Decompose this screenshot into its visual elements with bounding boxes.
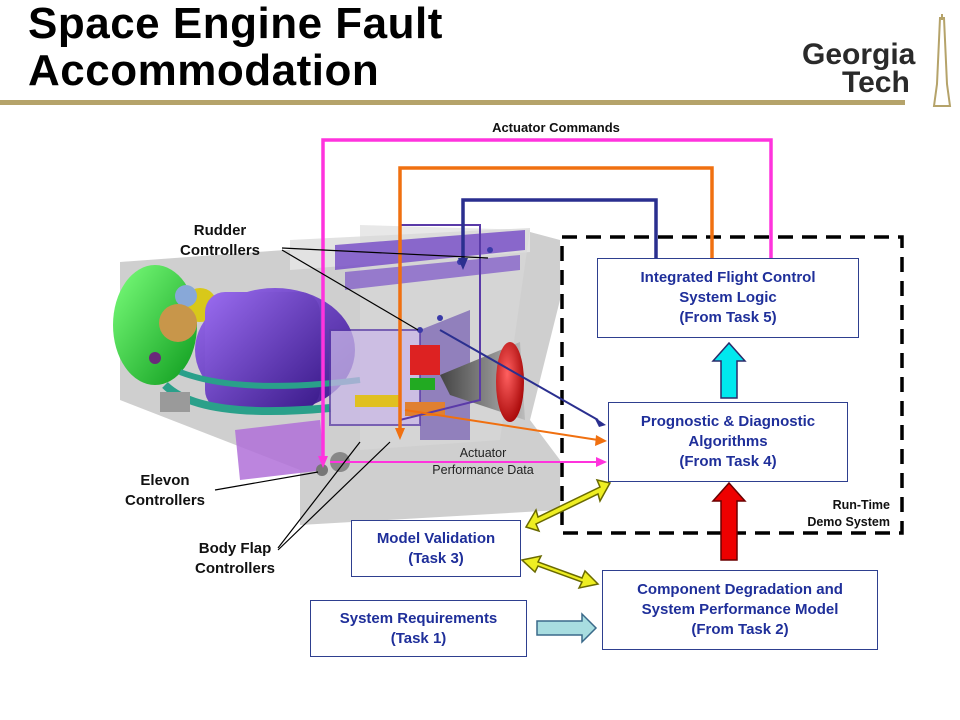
run-time-line-2: Demo System <box>807 515 890 529</box>
ifc-line-1: Integrated Flight Control <box>640 269 816 286</box>
elevon-controllers-label: Elevon Controllers <box>105 471 225 511</box>
yellow-double-arrow-1 <box>524 478 612 533</box>
actuator-performance-label: Actuator Performance Data <box>410 445 556 479</box>
bodyflap-line-2: Controllers <box>194 560 275 577</box>
run-time-line-1: Run-Time <box>832 498 890 512</box>
bodyflap-controllers-label: Body Flap Controllers <box>175 539 295 579</box>
tech-tower-icon <box>932 14 952 107</box>
actuator-commands-label: Actuator Commands <box>492 120 620 135</box>
label-leaders <box>214 247 489 551</box>
bodyflap-line-1: Body Flap <box>198 540 272 557</box>
title-line-2: Accommodation <box>28 46 380 95</box>
mv-line-2: (Task 3) <box>408 549 464 567</box>
shuttle-illustration <box>113 224 560 525</box>
integrated-flight-control-box: Integrated Flight Control System Logic (… <box>597 258 859 338</box>
sr-line-1: System Requirements <box>339 609 498 627</box>
cyan-up-arrow <box>711 341 747 399</box>
actuator-command-lines <box>318 138 773 468</box>
slide-title: Space Engine Fault Accommodation <box>28 0 443 94</box>
cd-line-3: (From Task 2) <box>691 621 789 638</box>
run-time-label: Run-Time Demo System <box>770 497 890 531</box>
pda-line-3: (From Task 4) <box>679 453 777 470</box>
sr-line-2: (Task 1) <box>390 629 447 647</box>
actuator-perf-line-1: Actuator <box>459 446 507 460</box>
red-up-arrow <box>711 481 747 561</box>
component-degradation-box: Component Degradation and System Perform… <box>602 570 878 650</box>
rudder-line-1: Rudder <box>193 222 247 239</box>
title-line-1: Space Engine Fault <box>28 0 443 48</box>
yellow-double-arrow-2 <box>520 554 600 590</box>
cd-line-2: System Performance Model <box>641 601 839 618</box>
model-validation-box: Model Validation (Task 3) <box>351 520 521 577</box>
prognostic-diagnostic-box: Prognostic & Diagnostic Algorithms (From… <box>608 402 848 482</box>
pda-line-2: Algorithms <box>688 433 768 450</box>
mv-line-1: Model Validation <box>376 529 496 547</box>
lightblue-right-arrow <box>536 612 598 644</box>
pda-line-1: Prognostic & Diagnostic <box>640 413 816 430</box>
cd-line-1: Component Degradation and <box>637 581 843 598</box>
rudder-line-2: Controllers <box>179 242 260 259</box>
elevon-line-2: Controllers <box>124 492 205 509</box>
elevon-line-1: Elevon <box>140 472 190 489</box>
rudder-controllers-label: Rudder Controllers <box>165 221 275 261</box>
title-underline <box>0 100 905 105</box>
logo-word-1: Georgia <box>802 38 916 71</box>
georgia-tech-logo: Georgia Tech <box>792 14 952 114</box>
ifc-line-2: System Logic <box>679 289 777 306</box>
system-requirements-box: System Requirements (Task 1) <box>310 600 527 657</box>
actuator-perf-line-2: Performance Data <box>432 463 534 477</box>
actuator-performance-lines <box>330 329 607 467</box>
ifc-line-3: (From Task 5) <box>679 309 777 326</box>
logo-word-2: Tech <box>842 66 910 99</box>
